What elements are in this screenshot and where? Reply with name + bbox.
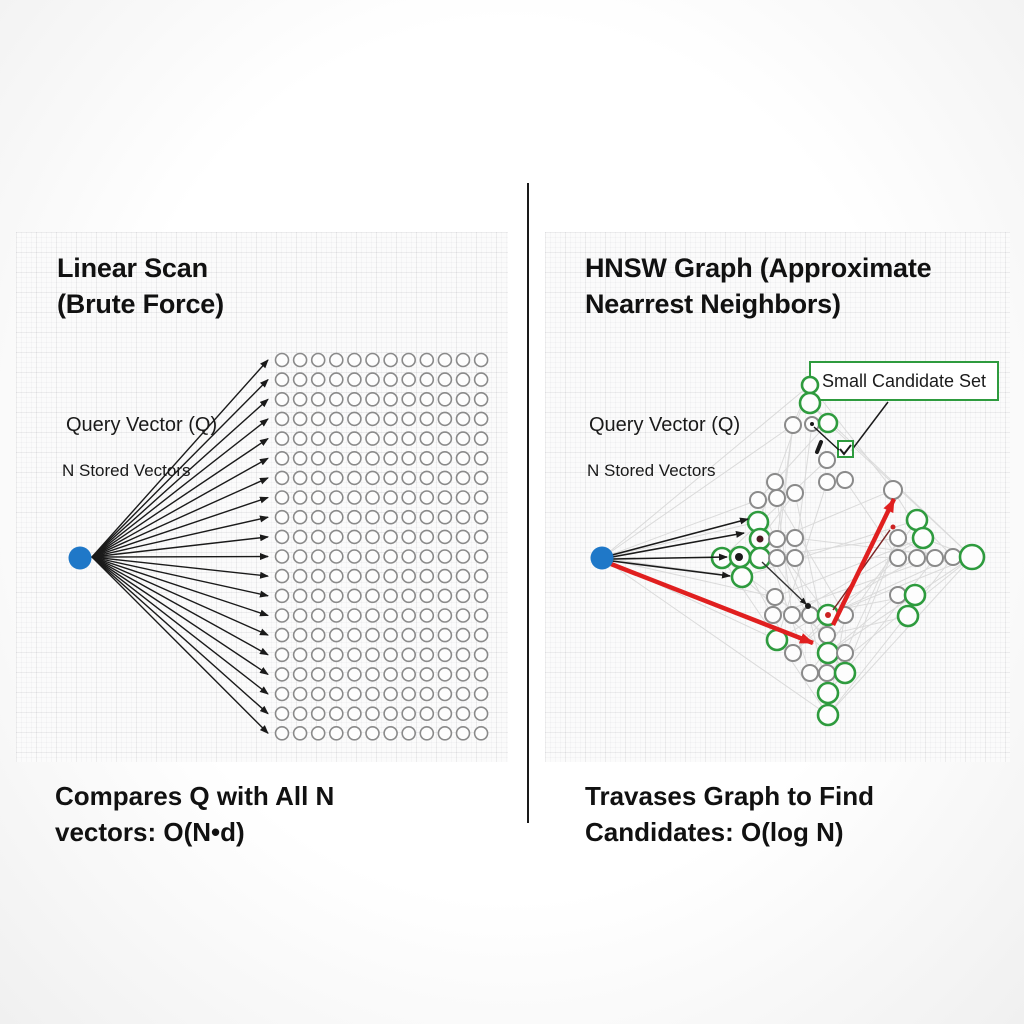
- query-dot-left: [68, 546, 92, 570]
- left-query-vector-label: Query Vector (Q): [66, 414, 218, 436]
- left-title-line1: Linear Scan: [57, 253, 208, 283]
- linear-scan-arrows: [91, 359, 269, 735]
- right-caption-line2: Candidates: O(log N): [585, 817, 844, 847]
- query-dot-right: [590, 546, 614, 570]
- left-caption-line2: vectors: O(N•d): [55, 817, 245, 847]
- candidate-box-pointer-line: [850, 401, 889, 452]
- small-candidate-set-label: Small Candidate Set: [821, 370, 987, 391]
- hnsw-nodes: [710, 375, 986, 727]
- right-title-line1: HNSW Graph (Approximate: [585, 253, 932, 283]
- check-mark-icon: [839, 444, 852, 456]
- panel-divider-line: [527, 183, 529, 823]
- left-title-line2: (Brute Force): [57, 289, 224, 319]
- hnsw-graph-panel: [545, 232, 1010, 762]
- left-caption-line1: Compares Q with All N: [55, 781, 335, 811]
- graph-hop-arrows: [611, 517, 807, 605]
- left-caption: Compares Q with All N vectors: O(N•d): [55, 778, 334, 850]
- right-caption-line1: Travases Graph to Find: [585, 781, 874, 811]
- right-title-line2: Nearrest Neighbors): [585, 289, 841, 319]
- left-panel-title: Linear Scan (Brute Force): [57, 250, 224, 322]
- right-stored-vectors-label: N Stored Vectors: [587, 461, 716, 480]
- stored-vector-grid: [274, 352, 489, 741]
- red-search-path: [610, 498, 897, 646]
- right-query-vector-label: Query Vector (Q): [589, 414, 741, 436]
- candidate-set-box: [809, 361, 999, 401]
- graph-marks: [735, 422, 896, 618]
- left-stored-vectors-label: N Stored Vectors: [62, 461, 191, 480]
